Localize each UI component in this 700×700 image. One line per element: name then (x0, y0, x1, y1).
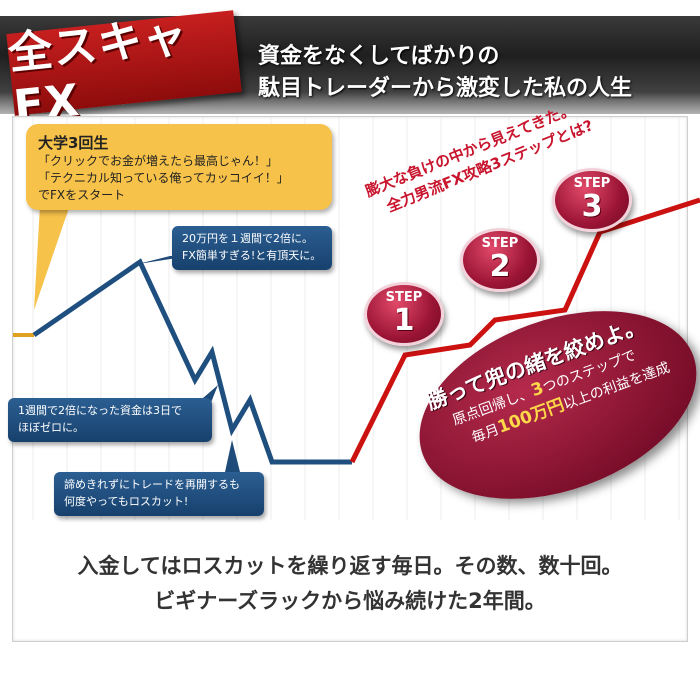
bottom-line-2: ビギナーズラックから悩み続けた2年間。 (154, 589, 546, 613)
bubble-losscut-line-1: 諦めきれずにトレードを再開するも (64, 478, 240, 491)
bubble-zero-line-2: ほぼゼロに。 (18, 421, 84, 434)
step-2-word: STEP (481, 236, 519, 251)
bubble-university-line-1: 「クリックでお金が増えたら最高じゃん！」 (38, 154, 279, 168)
yellow-bubble-tail (34, 205, 70, 310)
bubble-zero-line-1: 1週間で2倍になった資金は3日で (18, 404, 182, 417)
step-1-word: STEP (385, 290, 423, 305)
bubble-university: 大学3回生 「クリックでお金が増えたら最高じゃん！」 「テクニカル知っている俺っ… (26, 124, 332, 210)
bubble-university-title: 大学3回生 (38, 134, 109, 152)
step-3-number: 3 (581, 189, 603, 224)
blue-line (32, 258, 352, 465)
bubble-double: 20万円を１週間で2倍に。 FX簡単すぎる!と有頂天に。 (172, 226, 332, 270)
bubble-double-line-1: 20万円を１週間で2倍に。 (182, 232, 313, 245)
blue-low-tail (225, 440, 240, 472)
bottom-line-1: 入金してはロスカットを繰り返す毎日。その数、数十回。 (77, 554, 623, 578)
step-1-number: 1 (393, 303, 415, 338)
header-line-2: 駄目トレーダーから激変した私の人生 (258, 76, 633, 101)
bubble-zero: 1週間で2倍になった資金は3日で ほぼゼロに。 (8, 398, 212, 442)
step-3-badge: STEP 3 (552, 168, 632, 232)
bubble-losscut-line-2: 何度やってもロスカット! (64, 495, 189, 508)
bubble-double-line-2: FX簡単すぎる!と有頂天に。 (182, 249, 322, 262)
step-2-number: 2 (489, 249, 511, 284)
bubble-university-line-2: 「テクニカル知っている俺ってカッコイイ！」 (38, 171, 289, 185)
step-3-word: STEP (573, 176, 611, 191)
step-1-badge: STEP 1 (364, 282, 444, 346)
red-line (349, 197, 700, 464)
bubble-university-line-3: でFXをスタート (38, 188, 126, 202)
step-2-badge: STEP 2 (460, 228, 540, 292)
bubble-losscut: 諦めきれずにトレードを再開するも 何度やってもロスカット! (54, 472, 264, 516)
header-line-1: 資金をなくしてばかりの (258, 44, 500, 69)
